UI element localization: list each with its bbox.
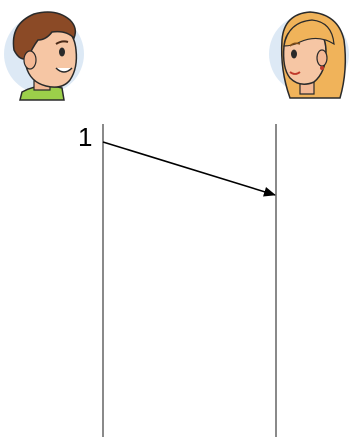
boy-avatar-icon xyxy=(4,12,84,100)
girl-avatar-icon xyxy=(269,12,349,98)
message-label: 1 xyxy=(78,122,92,152)
message-arrow xyxy=(103,142,275,195)
